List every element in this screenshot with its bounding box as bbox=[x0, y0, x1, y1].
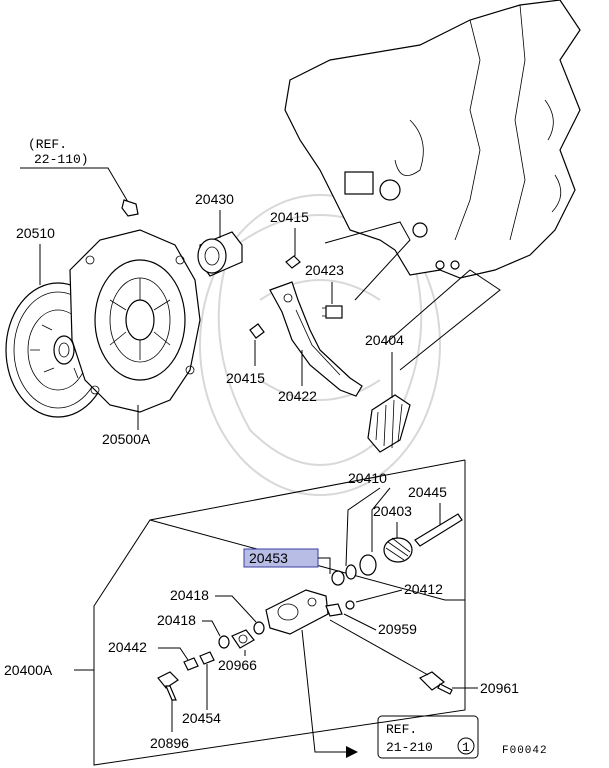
gasket-lower bbox=[218, 635, 230, 649]
label-20959: 20959 bbox=[378, 621, 417, 637]
label-20410: 20410 bbox=[348, 470, 387, 486]
pushrod bbox=[414, 513, 463, 547]
clip-upper bbox=[285, 255, 301, 269]
spring-seat bbox=[331, 570, 345, 586]
ref-arrow-line bbox=[301, 629, 346, 753]
release-cylinder-body bbox=[265, 589, 329, 635]
label-20442: 20442 bbox=[108, 639, 147, 655]
leader-20412 bbox=[355, 589, 403, 603]
leader-20410 bbox=[345, 487, 391, 567]
bleeder-cap bbox=[345, 600, 355, 610]
union-bolt bbox=[231, 629, 255, 649]
ref-text-line1: (REF. bbox=[28, 137, 67, 152]
leader-20418-lower bbox=[202, 620, 221, 637]
label-20415-lower: 20415 bbox=[226, 370, 265, 386]
ref-arrow-head bbox=[346, 746, 358, 758]
release-bearing bbox=[197, 231, 243, 277]
bleeder-screw bbox=[325, 603, 343, 617]
label-20404: 20404 bbox=[365, 332, 404, 348]
leader-20442 bbox=[158, 647, 189, 661]
label-20423: 20423 bbox=[305, 262, 344, 278]
transmission-housing bbox=[284, 0, 581, 279]
leader-20959 bbox=[343, 613, 377, 631]
leader-20418-upper bbox=[215, 595, 257, 623]
ref-21-210-box: REF. 21-210 1 bbox=[377, 715, 479, 759]
label-20966: 20966 bbox=[218, 657, 257, 673]
figure-code: F00042 bbox=[502, 745, 548, 757]
assembly-frame bbox=[93, 459, 466, 766]
housing-leader-2 bbox=[384, 269, 501, 371]
ref-box-line2: 21-210 bbox=[386, 740, 433, 755]
clip-lower bbox=[249, 323, 265, 339]
spring-clip bbox=[199, 651, 215, 665]
leader-bolt-line bbox=[329, 619, 429, 676]
housing-leader-1 bbox=[324, 221, 411, 301]
washer bbox=[183, 657, 199, 671]
label-20453[interactable]: 20453 bbox=[249, 550, 288, 566]
bolt-20961 bbox=[418, 671, 453, 695]
ref-box-circled-number: 1 bbox=[462, 740, 470, 755]
label-20412: 20412 bbox=[404, 581, 443, 597]
label-20445: 20445 bbox=[408, 484, 447, 500]
label-20418-lower: 20418 bbox=[157, 612, 196, 628]
piston-cup bbox=[345, 564, 357, 580]
piston bbox=[359, 554, 377, 576]
gasket-upper bbox=[253, 621, 265, 635]
label-20422: 20422 bbox=[278, 388, 317, 404]
clutch-cover bbox=[69, 229, 201, 413]
ref-22-110: (REF. 22-110) bbox=[20, 137, 139, 217]
label-20510: 20510 bbox=[16, 225, 55, 241]
leader-20453 bbox=[318, 557, 331, 574]
release-boot bbox=[367, 394, 411, 453]
label-20418-upper: 20418 bbox=[170, 587, 209, 603]
label-20500A: 20500A bbox=[102, 431, 151, 447]
assembly-frame-inner bbox=[149, 519, 465, 601]
release-fork bbox=[269, 281, 363, 397]
ref-text-line2: 22-110) bbox=[34, 152, 89, 167]
ref-box-line1: REF. bbox=[386, 722, 417, 737]
label-20430: 20430 bbox=[195, 191, 234, 207]
label-20454: 20454 bbox=[182, 710, 221, 726]
label-20400A: 20400A bbox=[4, 662, 53, 678]
mounting-bolt bbox=[157, 671, 179, 701]
label-20961: 20961 bbox=[480, 680, 519, 696]
label-20415-upper: 20415 bbox=[270, 209, 309, 225]
pivot-bolt bbox=[322, 305, 343, 319]
cylinder-boot bbox=[383, 537, 413, 563]
label-20896: 20896 bbox=[150, 735, 189, 751]
label-20403: 20403 bbox=[373, 503, 412, 519]
